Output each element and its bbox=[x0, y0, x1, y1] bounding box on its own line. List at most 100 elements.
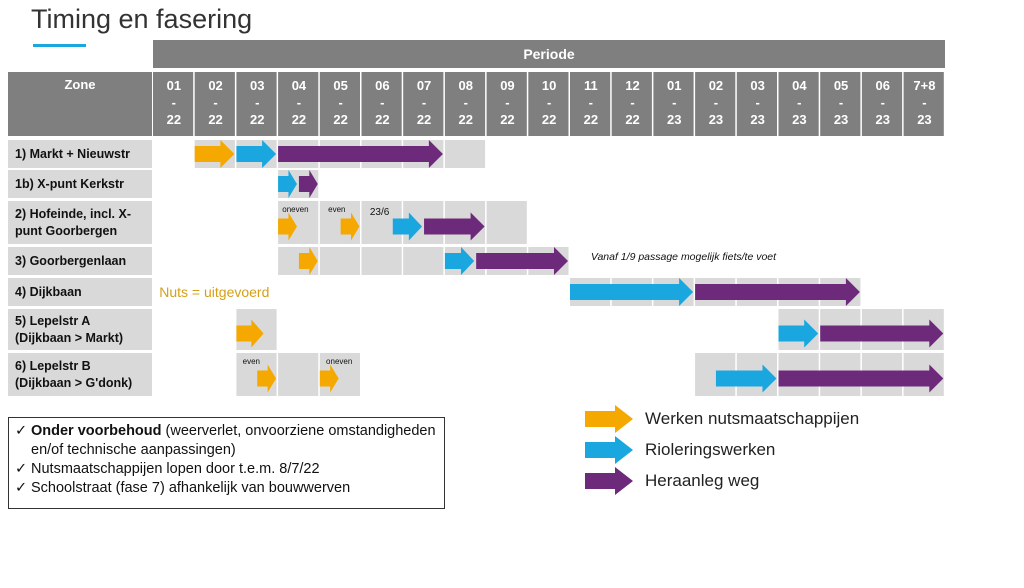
month-label: 02 bbox=[709, 78, 723, 93]
note-bold: Onder voorbehoud bbox=[31, 423, 162, 439]
legend-label: Rioleringswerken bbox=[645, 440, 776, 459]
month-label: 04 bbox=[792, 78, 807, 93]
purple-arrow-icon bbox=[585, 467, 633, 495]
month-label: 23 bbox=[709, 112, 723, 127]
shaded-cell bbox=[319, 247, 360, 275]
arrow-nuts bbox=[298, 247, 318, 275]
month-header-cell bbox=[903, 72, 944, 136]
month-label: 22 bbox=[500, 112, 514, 127]
month-label: 23 bbox=[667, 112, 681, 127]
month-label: 22 bbox=[167, 112, 181, 127]
month-label: - bbox=[839, 95, 843, 110]
month-header-cell bbox=[194, 72, 235, 136]
month-label: 22 bbox=[333, 112, 347, 127]
row-note: even bbox=[243, 357, 260, 366]
title-underline bbox=[33, 44, 86, 47]
month-label: 05 bbox=[333, 78, 347, 93]
arrow-weg bbox=[820, 319, 944, 348]
row-note: even bbox=[328, 205, 345, 214]
arrow-riool bbox=[444, 247, 475, 275]
note-text: (weerverlet, onvoorziene omstandigheden … bbox=[31, 423, 436, 458]
zone-cell bbox=[8, 278, 152, 306]
arrow-nuts bbox=[257, 364, 277, 393]
month-label: 03 bbox=[250, 78, 264, 93]
legend-item-nuts: Werken nutsmaatschappijen bbox=[585, 405, 859, 433]
month-label: 22 bbox=[250, 112, 264, 127]
zone-cell bbox=[8, 140, 152, 168]
month-label: - bbox=[755, 95, 759, 110]
arrow-weg bbox=[695, 278, 860, 306]
arrow-weg bbox=[298, 170, 318, 198]
note-text: Nutsmaatschappijen lopen door t.e.m. 8/7… bbox=[31, 461, 320, 477]
periode-header: Periode bbox=[153, 40, 945, 68]
month-label: - bbox=[672, 95, 676, 110]
zone-label: 2) Hofeinde, incl. X- bbox=[15, 207, 131, 221]
month-label: 07 bbox=[417, 78, 431, 93]
month-header-cell bbox=[611, 72, 652, 136]
arrow-nuts bbox=[319, 364, 339, 393]
month-label: - bbox=[714, 95, 718, 110]
shaded-cell bbox=[403, 247, 444, 275]
month-header-cell bbox=[319, 72, 360, 136]
month-label: 12 bbox=[625, 78, 639, 93]
arrow-riool bbox=[570, 278, 694, 306]
zone-label: 1b) X-punt Kerkstr bbox=[15, 177, 124, 191]
month-header-cell bbox=[570, 72, 611, 136]
month-label: 22 bbox=[417, 112, 431, 127]
month-header-cell bbox=[486, 72, 527, 136]
page-title: Timing en fasering bbox=[31, 4, 253, 34]
arrow-weg bbox=[476, 247, 568, 275]
legend-label: Werken nutsmaatschappijen bbox=[645, 409, 860, 428]
zone-label: 6) Lepelstr B bbox=[15, 359, 91, 373]
month-label: - bbox=[380, 95, 384, 110]
arrow-weg bbox=[278, 140, 443, 168]
arrow-nuts bbox=[236, 319, 264, 348]
month-label: 11 bbox=[584, 78, 598, 93]
month-label: 22 bbox=[459, 112, 473, 127]
month-label: - bbox=[505, 95, 509, 110]
month-label: 23 bbox=[834, 112, 848, 127]
month-header-cell bbox=[528, 72, 569, 136]
zone-header: Zone bbox=[64, 77, 95, 92]
month-label: 06 bbox=[375, 78, 389, 93]
month-header-cell bbox=[236, 72, 277, 136]
month-label: - bbox=[630, 95, 634, 110]
month-label: 23 bbox=[917, 112, 931, 127]
nuts-note: Nuts = uitgevoerd bbox=[159, 284, 269, 300]
month-header-cell bbox=[361, 72, 402, 136]
legend-item-weg: Heraanleg weg bbox=[585, 467, 759, 495]
arrow-weg bbox=[424, 212, 485, 241]
month-label: - bbox=[255, 95, 259, 110]
zone-cell bbox=[8, 201, 152, 244]
month-label: - bbox=[213, 95, 217, 110]
month-label: 10 bbox=[542, 78, 556, 93]
month-label: 01 bbox=[167, 78, 181, 93]
month-label: 22 bbox=[375, 112, 389, 127]
arrow-riool bbox=[392, 212, 423, 241]
note-item: ✓ Schoolstraat (fase 7) afhankelijk van … bbox=[15, 479, 438, 498]
month-label: - bbox=[172, 95, 176, 110]
month-label: 09 bbox=[500, 78, 514, 93]
notes-box: ✓ Onder voorbehoud (weerverlet, onvoorzi… bbox=[8, 417, 445, 509]
arrow-weg bbox=[778, 364, 944, 393]
month-label: 08 bbox=[459, 78, 473, 93]
checkmark-icon: ✓ bbox=[15, 461, 28, 477]
row-note: oneven bbox=[282, 205, 308, 214]
month-label: - bbox=[797, 95, 801, 110]
row-note: oneven bbox=[326, 357, 352, 366]
arrow-nuts bbox=[278, 212, 297, 241]
month-label: 02 bbox=[208, 78, 222, 93]
arrow-riool bbox=[278, 170, 297, 198]
zone-cell bbox=[8, 353, 152, 396]
month-label: - bbox=[338, 95, 342, 110]
month-label: 23 bbox=[750, 112, 764, 127]
month-label: 06 bbox=[876, 78, 890, 93]
month-header-cell bbox=[820, 72, 861, 136]
legend-item-riool: Rioleringswerken bbox=[585, 436, 775, 464]
month-label: 23 bbox=[792, 112, 806, 127]
month-header-cell bbox=[736, 72, 777, 136]
month-label: 22 bbox=[542, 112, 556, 127]
month-label: - bbox=[881, 95, 885, 110]
shaded-cell bbox=[278, 353, 319, 396]
